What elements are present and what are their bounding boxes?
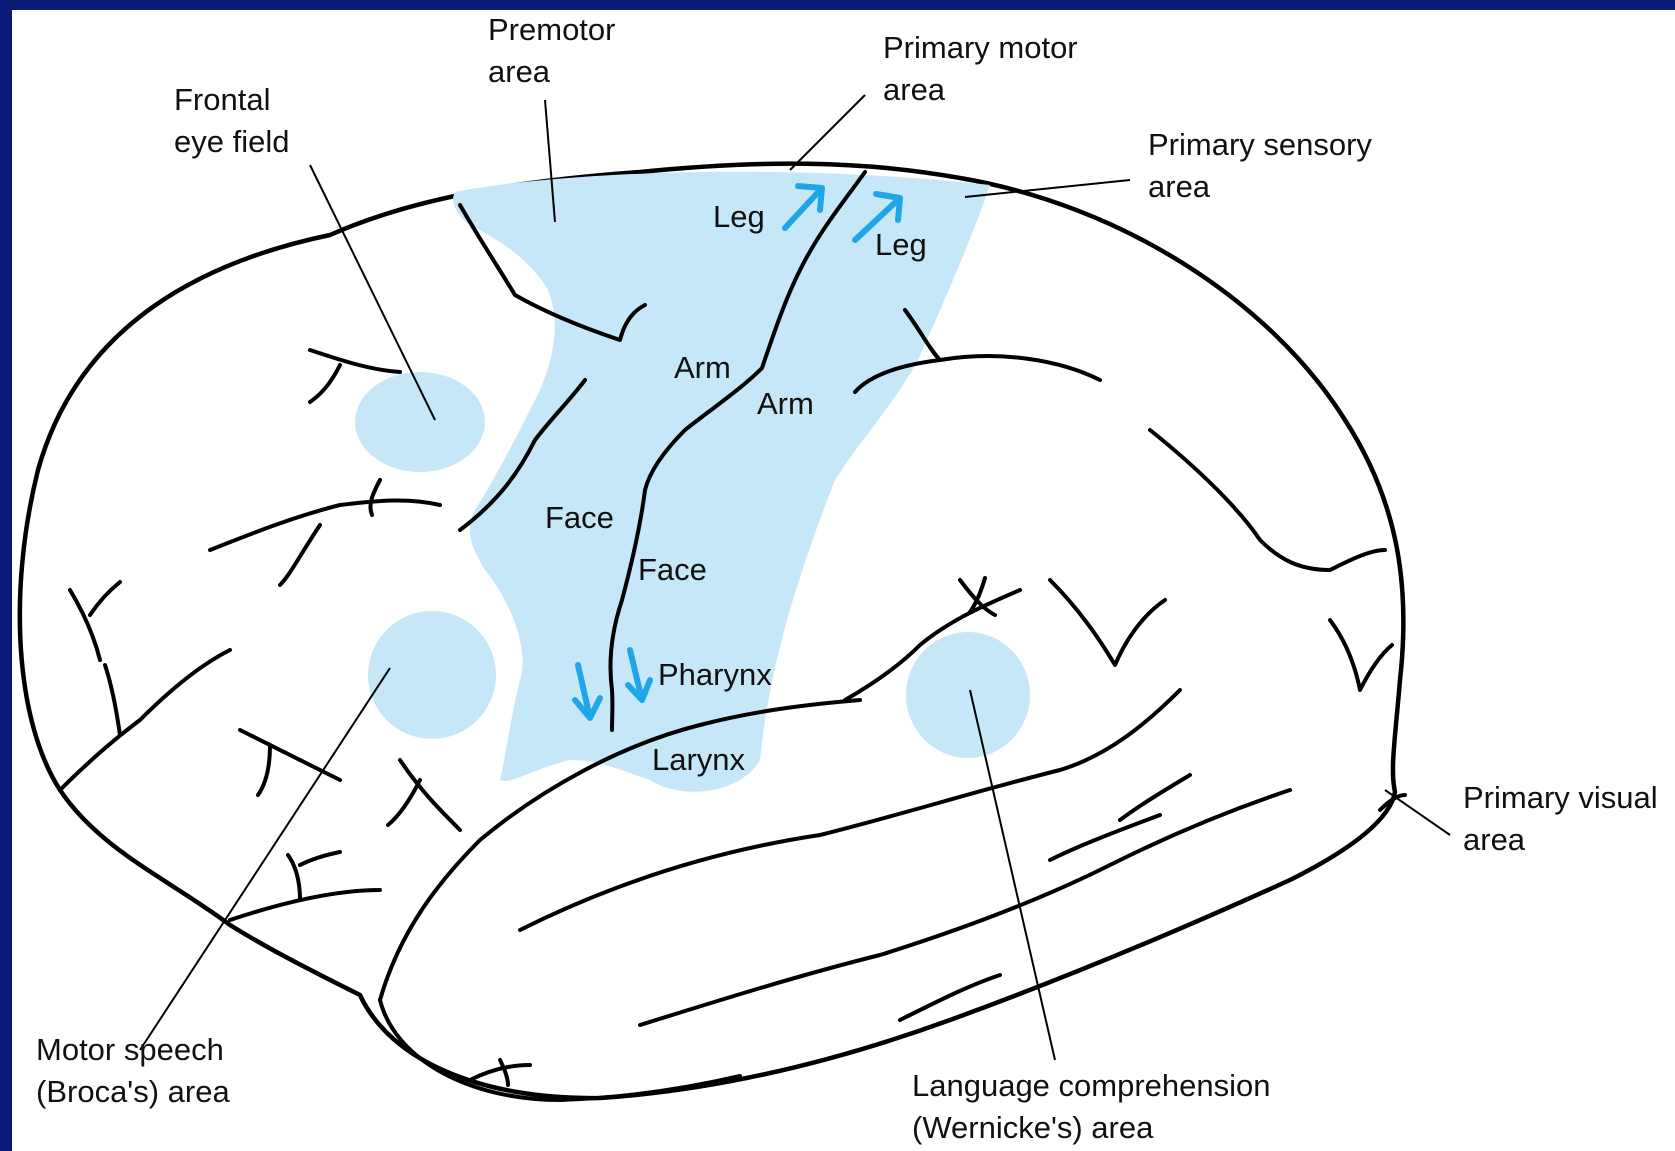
primary-sensory-label: Primary sensory area — [1148, 127, 1381, 204]
diagram-frame: Premotor area Primary motor area Frontal… — [12, 10, 1675, 1151]
brain-diagram: Premotor area Primary motor area Frontal… — [12, 10, 1675, 1151]
broca-label: Motor speech (Broca's) area — [36, 1032, 232, 1109]
sensory-arm-label: Arm — [757, 386, 814, 421]
larynx-label: Larynx — [652, 742, 746, 777]
sensory-face-label: Face — [638, 552, 707, 587]
primary-visual-label: Primary visual area — [1463, 780, 1666, 857]
frontal-eye-field-region — [355, 372, 485, 472]
sensory-leg-label: Leg — [875, 227, 927, 262]
leader-primary-visual — [1385, 790, 1450, 835]
primary-motor-label: Primary motor area — [883, 30, 1086, 107]
wernicke-label: Language comprehension (Wernicke's) area — [912, 1068, 1279, 1145]
motor-arm-label: Arm — [674, 350, 731, 385]
frontal-eye-field-label: Frontal eye field — [174, 82, 289, 159]
motor-leg-label: Leg — [713, 199, 765, 234]
wernicke-area-region — [906, 632, 1030, 758]
leader-primary-motor — [790, 95, 865, 170]
premotor-label: Premotor area — [488, 12, 624, 89]
motor-face-label: Face — [545, 500, 614, 535]
pharynx-label: Pharynx — [658, 657, 772, 692]
broca-area-region — [368, 611, 496, 739]
